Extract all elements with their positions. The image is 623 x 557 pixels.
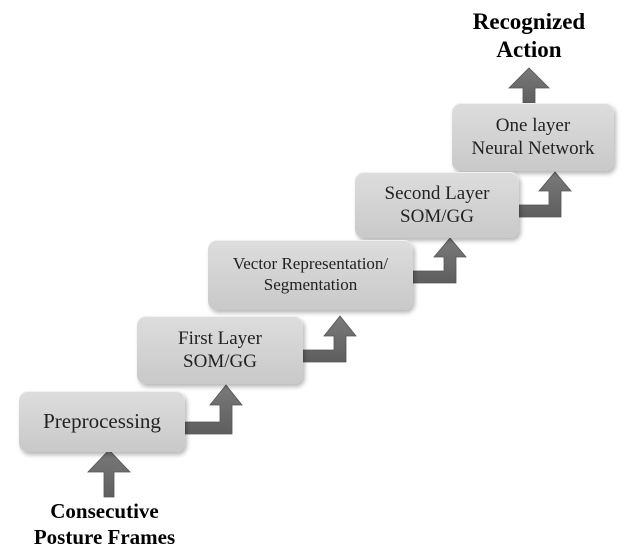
input-label-line2: Posture Frames bbox=[33, 524, 176, 549]
step-label: SOM/GG bbox=[400, 206, 474, 227]
step-label: First Layer bbox=[178, 327, 262, 349]
output-up-arrow bbox=[508, 67, 550, 104]
input-label-line1: Consecutive bbox=[50, 499, 159, 523]
step-label: Neural Network bbox=[471, 138, 595, 159]
step-preprocessing: Preprocessing bbox=[19, 391, 185, 452]
step-label: Vector Representation/ bbox=[232, 254, 389, 274]
step-arrow-4 bbox=[518, 171, 572, 218]
step-vector-representation: Vector Representation/ Segmentation bbox=[208, 240, 413, 310]
step-arrow-1 bbox=[184, 384, 243, 435]
output-label-line2: Action bbox=[496, 37, 562, 63]
step-label: One layer bbox=[495, 114, 571, 136]
output-label-line1: Recognized bbox=[472, 9, 586, 34]
step-label: Preprocessing bbox=[43, 408, 161, 433]
input-label: Consecutive Posture Frames bbox=[2, 499, 207, 550]
step-neural-network: One layer Neural Network bbox=[452, 103, 614, 171]
step-arrow-2 bbox=[302, 315, 357, 363]
step-label: Second Layer bbox=[384, 182, 490, 204]
step-second-layer: Second Layer SOM/GG bbox=[355, 172, 519, 238]
step-arrow-3 bbox=[412, 237, 467, 284]
step-label: SOM/GG bbox=[183, 351, 257, 372]
input-up-arrow bbox=[87, 449, 131, 498]
step-label: Segmentation bbox=[263, 275, 358, 294]
output-label: Recognized Action bbox=[448, 8, 610, 64]
step-first-layer: First Layer SOM/GG bbox=[137, 316, 303, 384]
